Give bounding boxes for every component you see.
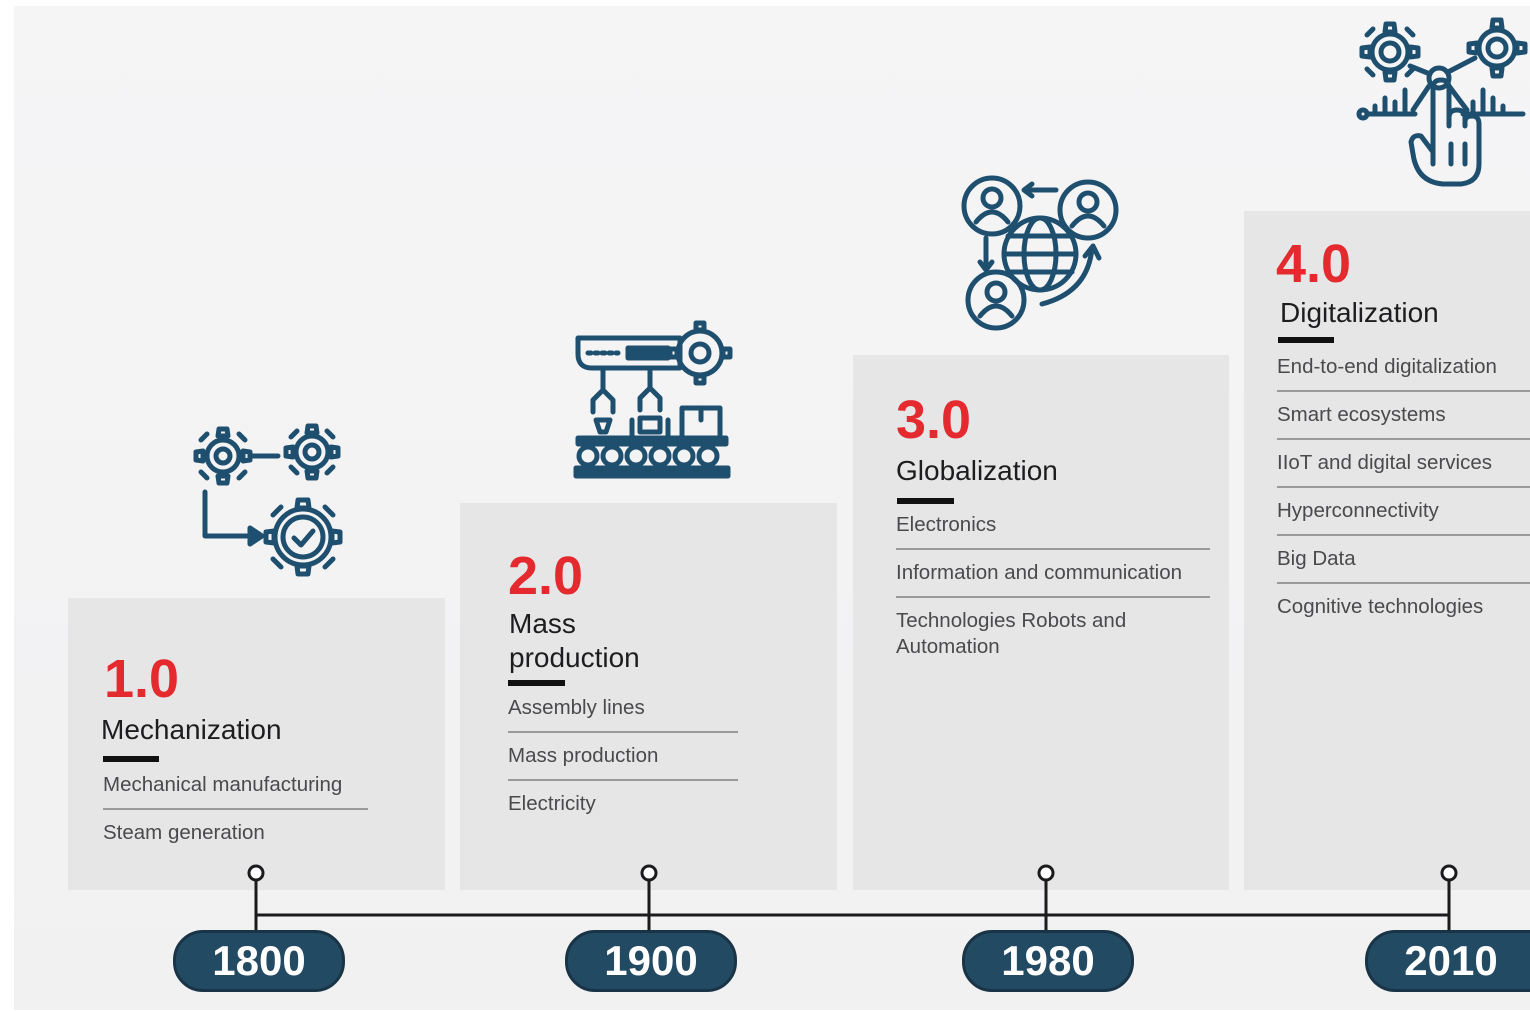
title-underline [508, 680, 565, 686]
title-underline [897, 498, 954, 504]
list-item: Smart ecosystems [1277, 392, 1530, 440]
year-badge-1800: 1800 [173, 930, 345, 992]
era-card-1: 1.0 Mechanization Mechanical manufacturi… [68, 598, 445, 890]
era-items: Mechanical manufacturing Steam generatio… [103, 772, 368, 856]
era-items: End-to-end digitalization Smart ecosyste… [1277, 354, 1530, 630]
list-item: Electricity [508, 792, 596, 815]
gears-process-icon [193, 423, 343, 577]
era-number: 2.0 [508, 546, 584, 606]
era-items: Assembly lines Mass production Electrici… [508, 695, 738, 827]
global-network-icon [961, 175, 1119, 331]
list-item: Mass production [508, 733, 738, 781]
list-item: IIoT and digital services [1277, 440, 1530, 488]
list-item: Mechanical manufacturing [103, 772, 368, 810]
title-underline [1278, 337, 1334, 343]
year-badge-1900: 1900 [565, 930, 737, 992]
era-card-3: 3.0 Globalization Electronics Informatio… [853, 355, 1229, 890]
list-item: Hyperconnectivity [1277, 488, 1530, 536]
era-card-4: 4.0 Digitalization End-to-end digitaliza… [1244, 211, 1530, 890]
list-item: End-to-end digitalization [1277, 354, 1530, 392]
era-title: Mechanization [101, 714, 282, 745]
era-items: Electronics Information and communicatio… [896, 512, 1210, 670]
list-item: Steam generation [103, 821, 265, 844]
assembly-line-icon [573, 320, 733, 479]
era-title: Globalization [896, 455, 1058, 486]
digital-touch-icon [1356, 17, 1528, 187]
list-item: Cognitive technologies [1277, 595, 1484, 618]
era-title: Digitalization [1280, 297, 1439, 328]
era-number: 1.0 [104, 649, 180, 709]
list-item: Information and communication [896, 550, 1210, 598]
list-item: Electronics [896, 512, 1210, 550]
era-title: Mass production [509, 608, 640, 673]
era-card-2: 2.0 Mass production Assembly lines Mass … [460, 503, 837, 890]
year-badge-2010: 2010 [1365, 930, 1530, 992]
list-item: Big Data [1277, 536, 1530, 584]
title-underline [103, 756, 159, 762]
era-number: 3.0 [896, 390, 972, 450]
era-number: 4.0 [1276, 234, 1352, 294]
list-item: Technologies Robots and Automation [896, 609, 1127, 658]
year-badge-1980: 1980 [962, 930, 1134, 992]
list-item: Assembly lines [508, 695, 738, 733]
